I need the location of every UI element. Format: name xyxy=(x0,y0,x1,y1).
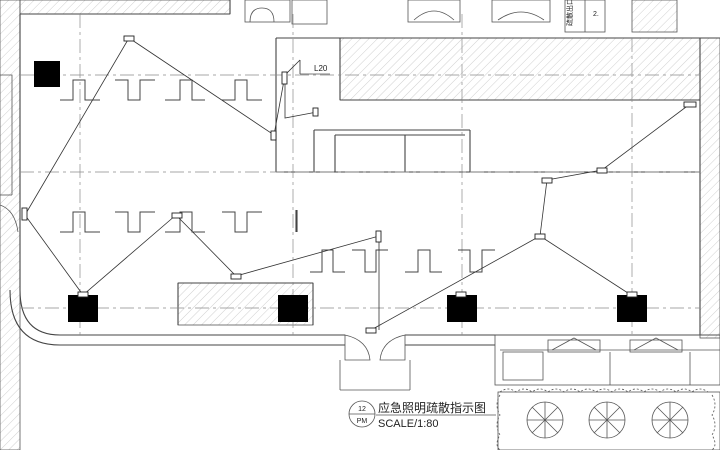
door-right-leaf xyxy=(379,334,406,361)
emergency-light-icon xyxy=(365,327,377,334)
circuit-label-text: L20 xyxy=(314,64,328,73)
stair-landing xyxy=(494,334,720,386)
planter-bed xyxy=(497,391,720,450)
sheet-number: 12 xyxy=(358,406,366,413)
column xyxy=(68,295,98,322)
top-details: 疏散出口 2. xyxy=(244,0,606,33)
column xyxy=(34,61,60,87)
sheet-code: PM xyxy=(357,418,368,425)
bay-markers-row-1 xyxy=(60,79,262,101)
light-fixtures xyxy=(21,35,697,334)
bay-markers-row-3 xyxy=(310,249,495,273)
plant-icon xyxy=(526,401,564,439)
drawing-scale: SCALE/1:80 xyxy=(378,418,439,430)
top-right-hatch-block xyxy=(631,0,678,33)
door-left-leaf xyxy=(344,334,371,361)
circuit-label: L20 xyxy=(300,64,330,75)
plant-icon xyxy=(651,401,689,439)
upper-right-hatch-zone xyxy=(339,37,701,101)
bay-markers-row-2 xyxy=(60,211,262,233)
emergency-light-icon xyxy=(683,101,697,108)
column xyxy=(617,295,647,322)
emergency-light-icon xyxy=(626,291,638,298)
exit-sign-icon xyxy=(21,207,28,221)
top-wall-strip xyxy=(19,0,231,15)
right-wall-strip xyxy=(699,37,720,339)
emergency-light-icon xyxy=(171,212,183,219)
emergency-light-icon xyxy=(455,291,467,298)
emergency-light-icon xyxy=(312,107,319,117)
title-block: 12 PM 应急照明疏散指示图 SCALE/1:80 xyxy=(348,400,496,430)
emergency-light-icon xyxy=(123,35,135,42)
door-left-wall xyxy=(0,204,19,233)
emergency-light-icon xyxy=(596,167,608,174)
plant-icon xyxy=(588,401,626,439)
column xyxy=(278,295,308,322)
drawing-title: 应急照明疏散指示图 xyxy=(378,400,486,415)
emergency-light-icon xyxy=(270,130,277,141)
emergency-light-icon xyxy=(77,291,89,298)
planters xyxy=(496,388,720,450)
structural-columns xyxy=(34,61,647,322)
column xyxy=(447,295,477,322)
emergency-light-icon xyxy=(534,233,546,240)
exit-note-text: 疏散出口 xyxy=(565,0,574,26)
emergency-light-icon xyxy=(541,177,553,184)
side-label-boxes: 疏散出口 2. xyxy=(565,0,599,26)
doors xyxy=(0,74,411,391)
emergency-light-icon xyxy=(230,273,242,280)
exit-sign-icon xyxy=(375,230,382,243)
exit-sign-icon xyxy=(281,71,288,85)
exit-number-text: 2. xyxy=(593,11,599,18)
